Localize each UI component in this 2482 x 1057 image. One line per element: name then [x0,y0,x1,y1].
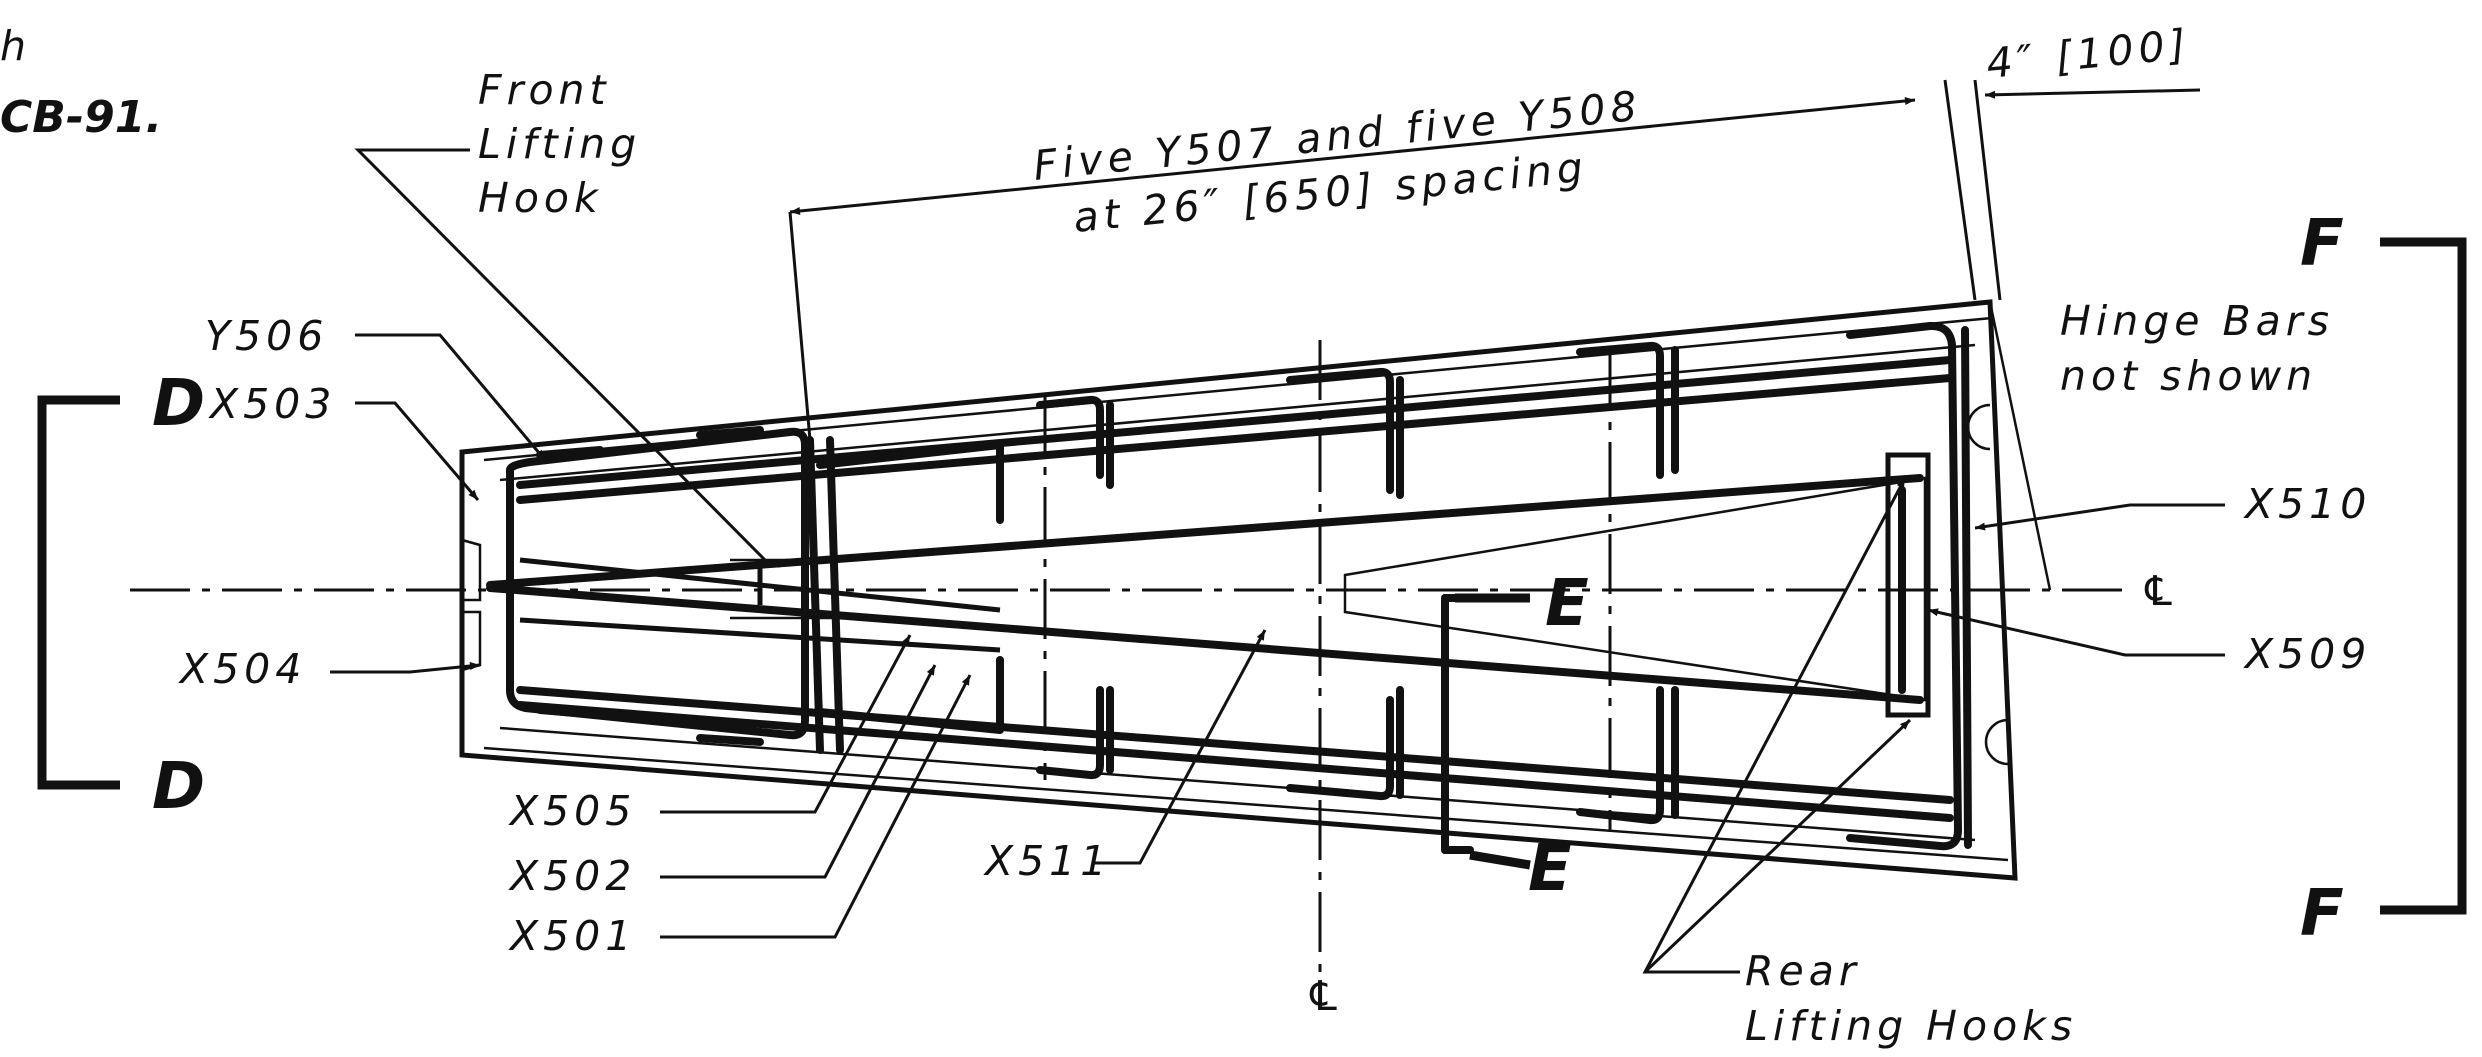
rear-hook-leader-1 [1642,477,1907,974]
rear-hooks-label-1: Rear [1745,947,1861,995]
section-f-bottom-label: F [2300,877,2344,951]
centerline-symbol-bottom: ℄ [1305,972,1347,1020]
x502-label: X502 [508,852,636,900]
section-f-top-label: F [2300,207,2344,281]
rebar-stirrups [486,321,1972,854]
spacing-dimension [788,79,2201,441]
x510-label: X510 [2243,480,2371,528]
rear-hooks-label-2: Lifting Hooks [1745,1002,2077,1050]
x503-leader [355,401,480,501]
x511-leader [1095,629,1267,865]
hinge-bars-label-1: Hinge Bars [2060,297,2334,345]
x503-label: X503 [208,380,336,428]
corner-note-h: h [0,22,31,70]
x510-leader [1974,503,2225,531]
hinge-bars-label-2: not shown [2060,352,2317,400]
section-e-top-label: E [1545,567,1589,641]
rear-hook-leader-2 [1643,718,1912,974]
section-f-marker [2380,237,2467,915]
front-hook-label-3: Hook [478,174,603,222]
y506-leader [355,333,547,461]
y506-label: Y506 [205,312,328,360]
x509-label: X509 [2243,630,2371,678]
x502-leader [660,664,937,879]
x504-leader [330,662,481,674]
x505-leader [660,634,912,814]
x504-label: X504 [178,645,306,693]
section-e-bottom-label: E [1528,832,1572,906]
section-d-marker [37,395,120,790]
section-d-bottom-label: D [152,750,205,824]
front-hook-label-1: Front [478,66,611,114]
section-d-top-label: D [152,367,205,441]
front-hook-leader [354,148,772,567]
corner-note-ref: CB-91. [0,92,162,143]
centerline-symbol-right: ℄ [2140,567,2182,615]
x505-label: X505 [508,787,636,835]
offset-dimension-label: 4″ [100] [1984,20,2192,88]
section-e-marker [1455,593,1531,870]
x501-label: X501 [508,912,636,960]
x509-leader [1927,608,2225,657]
x511-label: X511 [983,837,1111,885]
x501-leader [660,674,972,939]
front-hook-label-2: Lifting [478,120,641,168]
